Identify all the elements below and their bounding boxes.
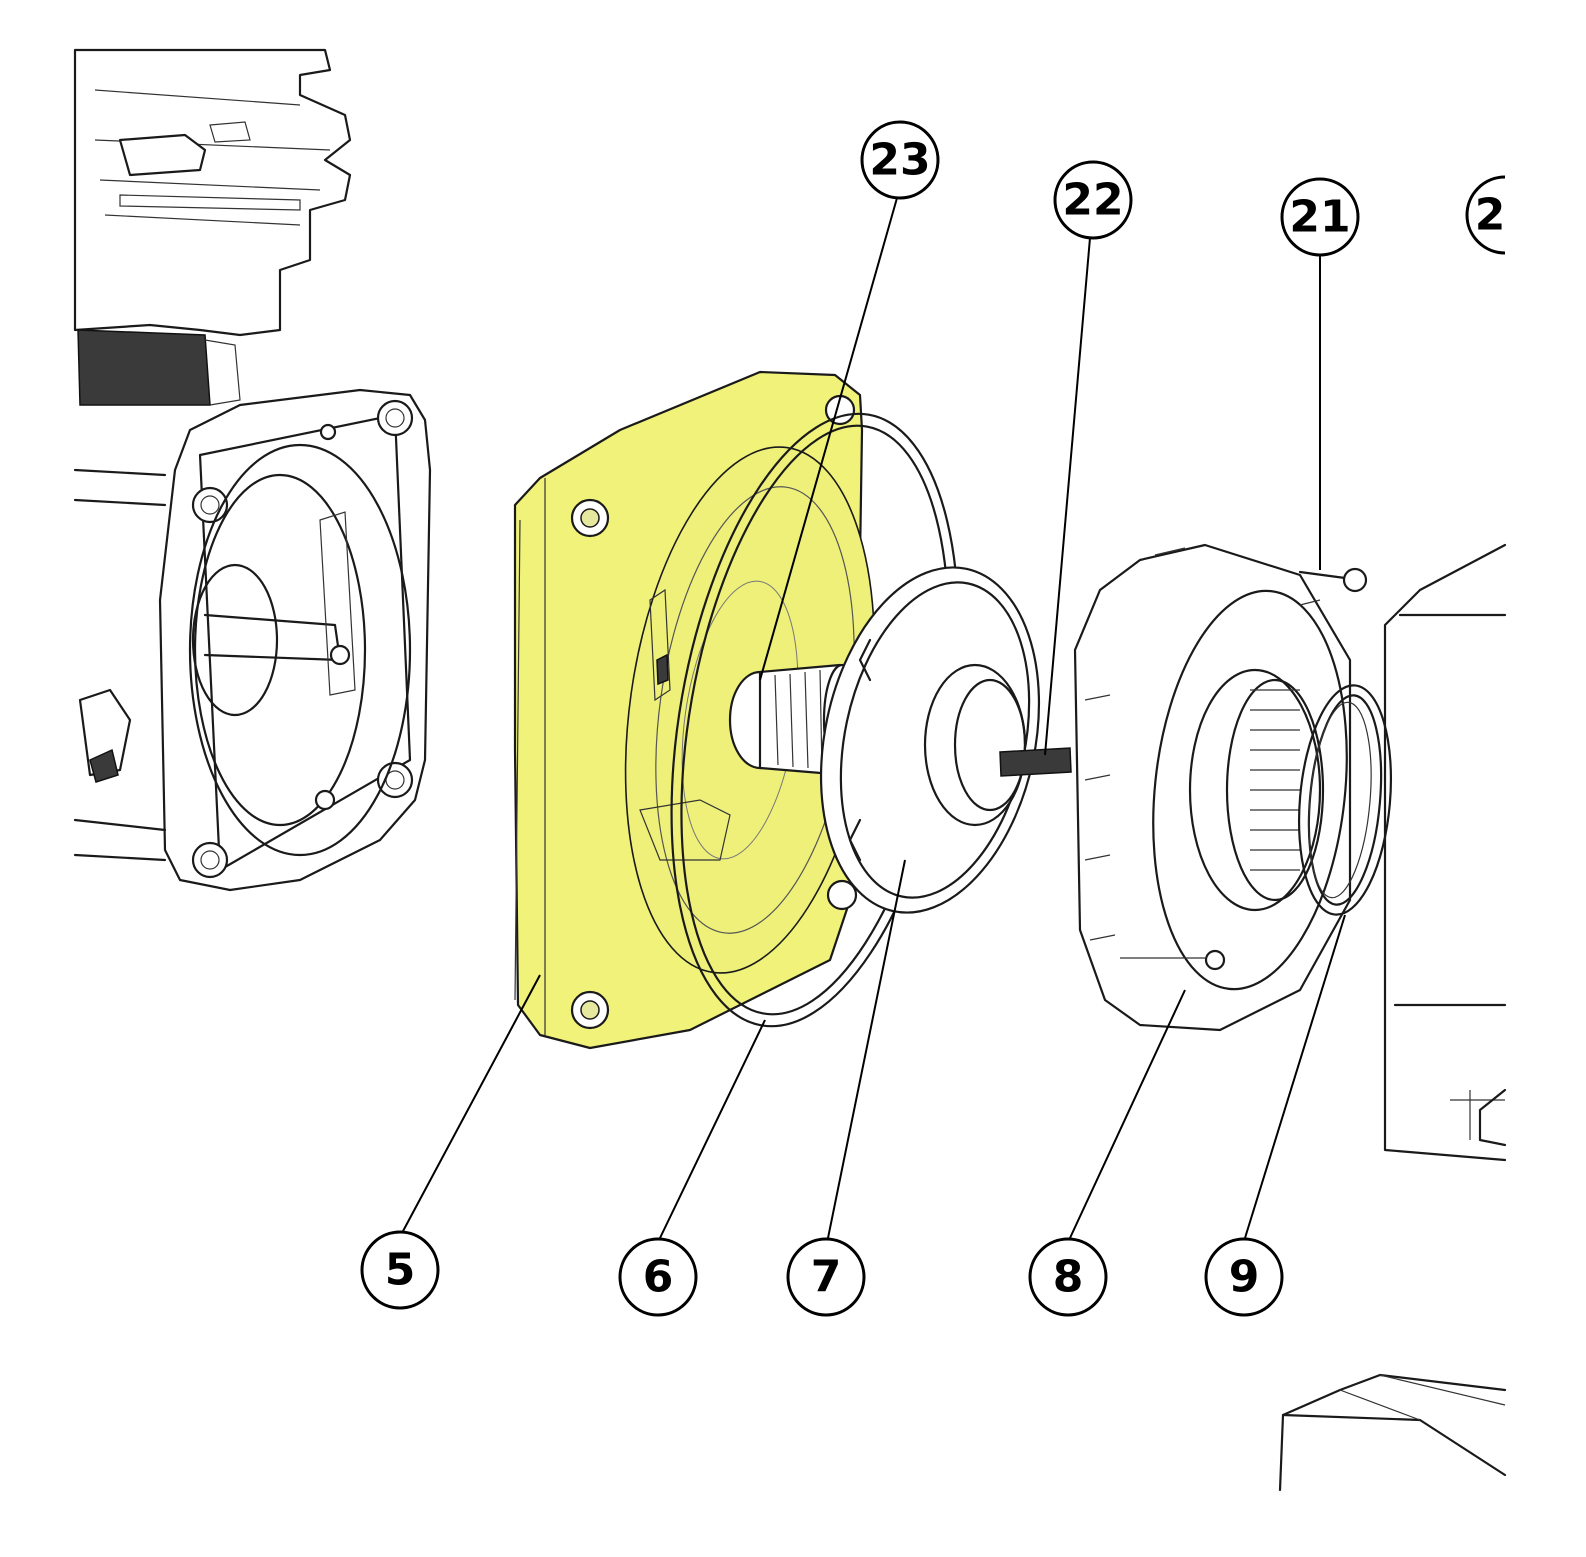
callout-22: 22 (1053, 160, 1133, 240)
callout-21-label: 21 (1289, 192, 1350, 243)
callout-21: 21 (1280, 177, 1360, 257)
callout-5: 5 (360, 1230, 440, 1310)
leader-lines (401, 197, 1346, 1239)
leader-8 (1069, 989, 1186, 1239)
callout-partial-label: 2 (1475, 190, 1506, 241)
callout-7: 7 (786, 1237, 866, 1317)
callout-9: 9 (1204, 1237, 1284, 1317)
pump-body-right (1383, 543, 1507, 1162)
callout-7-label: 7 (811, 1252, 842, 1303)
leader-22 (1044, 237, 1091, 756)
leader-23 (759, 197, 898, 681)
part-8-stage-ring (1073, 543, 1352, 1032)
part-5-housing-cover (513, 370, 876, 1050)
callout-5-label: 5 (385, 1245, 416, 1296)
bottom-component (1278, 1373, 1507, 1492)
leader-5 (401, 974, 541, 1234)
part-21-screw (1298, 567, 1368, 593)
part-22-pin (999, 747, 1072, 777)
motor-housing (73, 48, 432, 892)
callout-8: 8 (1028, 1237, 1108, 1317)
callout-6: 6 (618, 1237, 698, 1317)
callout-23-label: 23 (869, 135, 930, 186)
callout-8-label: 8 (1053, 1252, 1084, 1303)
callout-9-label: 9 (1229, 1252, 1260, 1303)
leader-6 (659, 1019, 766, 1239)
callout-6-label: 6 (643, 1252, 674, 1303)
part-9-wear-ring (1297, 684, 1393, 916)
callout-23: 23 (860, 120, 940, 200)
leader-9 (1244, 914, 1346, 1239)
callout-partial-2: 2 (1465, 175, 1506, 255)
callout-22-label: 22 (1062, 175, 1123, 226)
leader-7 (827, 859, 906, 1239)
